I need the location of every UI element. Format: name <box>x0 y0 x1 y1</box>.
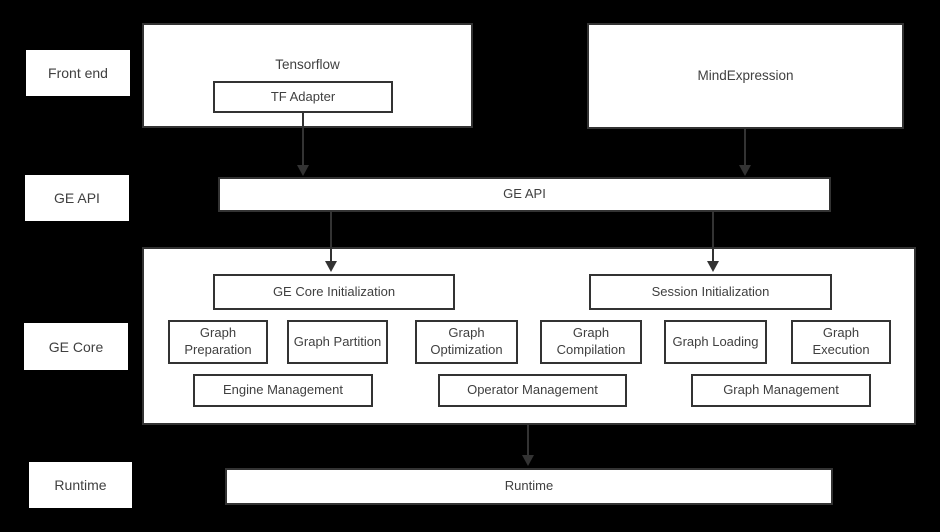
operator-management-label: Operator Management <box>467 382 598 398</box>
tf-adapter-label: TF Adapter <box>270 88 336 104</box>
runtime-bar-label: Runtime <box>504 478 554 494</box>
arrow-line <box>527 425 529 455</box>
engine-management-label: Engine Management <box>223 382 343 398</box>
graph-loading-box: Graph Loading <box>664 320 767 364</box>
graph-optimization-label: Graph Optimization <box>430 325 503 357</box>
graph-partition-box: Graph Partition <box>287 320 388 364</box>
mind-expression-label: MindExpression <box>697 68 794 84</box>
layer-label-text: Front end <box>48 65 108 81</box>
arrow-line <box>330 212 332 261</box>
session-initialization-label: Session Initialization <box>651 283 770 299</box>
graph-management-box: Graph Management <box>691 374 871 407</box>
arrow-head <box>522 455 534 466</box>
graph-management-label: Graph Management <box>723 382 839 398</box>
operator-management-box: Operator Management <box>438 374 627 407</box>
arrow-down-icon <box>522 425 534 466</box>
ge-core-initialization-box: GE Core Initialization <box>213 274 455 310</box>
ge-core-initialization-label: GE Core Initialization <box>272 283 396 299</box>
engine-management-box: Engine Management <box>193 374 373 407</box>
session-initialization-box: Session Initialization <box>589 274 832 310</box>
mind-expression-box: MindExpression <box>587 23 904 129</box>
layer-label-ge-api: GE API <box>25 175 129 221</box>
arrow-line <box>302 113 304 165</box>
arrow-down-icon <box>707 212 719 272</box>
ge-api-bar: GE API <box>218 177 831 212</box>
graph-partition-label: Graph Partition <box>293 333 382 349</box>
layer-label-text: GE Core <box>48 338 104 355</box>
graph-loading-label: Graph Loading <box>672 333 759 349</box>
tf-adapter-box: TF Adapter <box>213 81 393 113</box>
runtime-bar: Runtime <box>225 468 833 505</box>
arrow-head <box>739 165 751 176</box>
layer-label-text: Runtime <box>54 477 107 493</box>
graph-optimization-box: Graph Optimization <box>415 320 518 364</box>
arrow-head <box>297 165 309 176</box>
layer-label-text: GE API <box>54 190 100 206</box>
arrow-down-icon <box>297 113 309 176</box>
arrow-line <box>712 212 714 261</box>
layer-label-ge-core: GE Core <box>24 323 128 370</box>
tensorflow-label: Tensorflow <box>275 57 340 72</box>
layer-label-front-end: Front end <box>26 50 130 96</box>
graph-preparation-box: Graph Preparation <box>168 320 268 364</box>
graph-compilation-box: Graph Compilation <box>540 320 642 364</box>
graph-execution-box: Graph Execution <box>791 320 891 364</box>
ge-api-bar-label: GE API <box>503 186 546 202</box>
arrow-line <box>744 129 746 165</box>
layer-label-runtime: Runtime <box>29 462 132 508</box>
graph-execution-label: Graph Execution <box>812 325 870 357</box>
arrow-head <box>707 261 719 272</box>
arrow-down-icon <box>325 212 337 272</box>
graph-preparation-label: Graph Preparation <box>184 325 252 357</box>
arrow-head <box>325 261 337 272</box>
arrow-down-icon <box>739 129 751 176</box>
graph-compilation-label: Graph Compilation <box>556 325 626 357</box>
